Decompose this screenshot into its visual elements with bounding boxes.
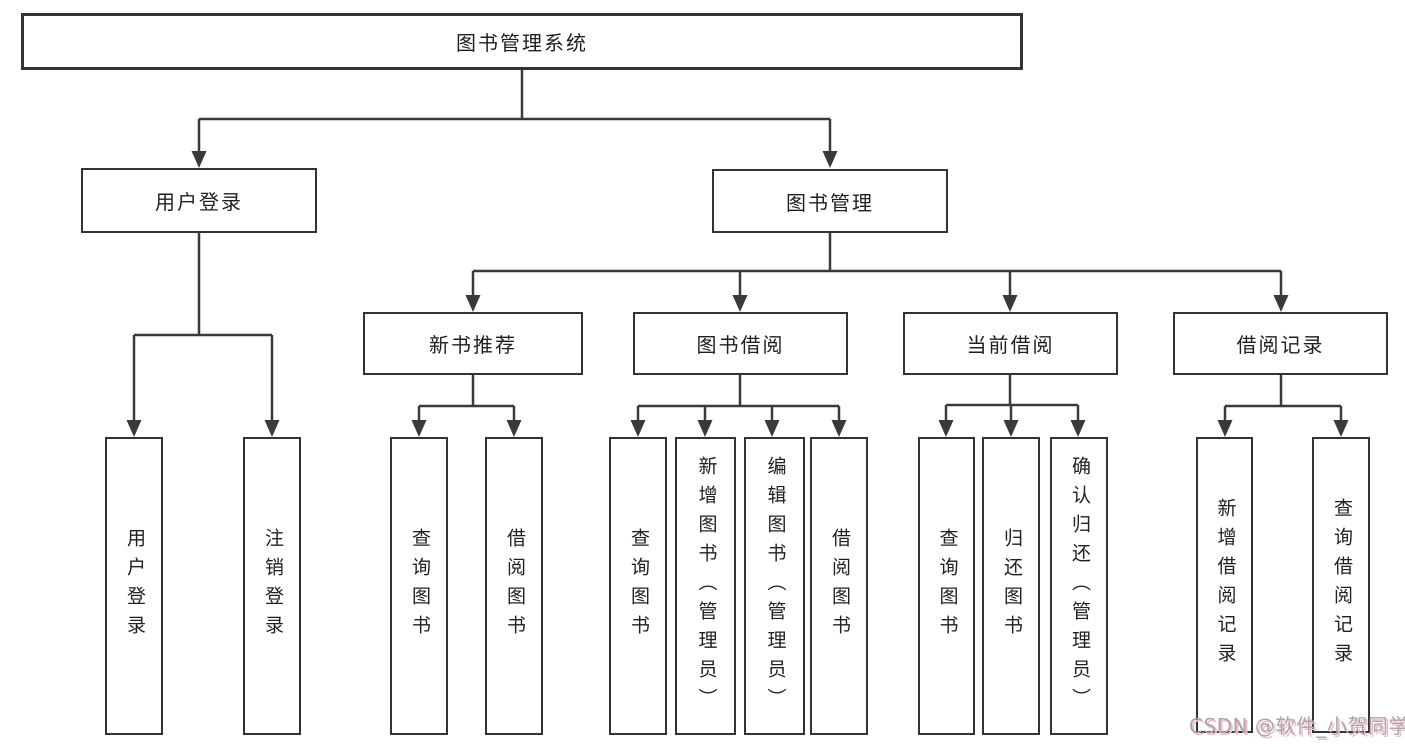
- leaf-query-borrow-record-label: 查询借阅记录: [1330, 498, 1353, 672]
- leaf-borrow-books-1-label: 借阅图书: [503, 528, 526, 644]
- csdn-watermark: CSDN @软件_小贺同学: [1189, 714, 1405, 738]
- leaf-borrow-books-2-label: 借阅图书: [828, 528, 851, 644]
- leaf-borrow-books-2: 借阅图书: [810, 437, 868, 735]
- leaf-add-borrow-record: 新增借阅记录: [1196, 437, 1253, 733]
- leaf-edit-books-admin: 编辑图书（管理员）: [744, 437, 805, 735]
- connector-borrow-to-leaves: [630, 375, 847, 437]
- leaf-user-login: 用户登录: [105, 437, 163, 735]
- node-library-system: 图书管理系统: [21, 13, 1023, 70]
- node-new-book-recommend: 新书推荐: [363, 312, 583, 375]
- node-book-borrow: 图书借阅: [633, 312, 848, 375]
- connector-current-to-leaves: [938, 375, 1086, 437]
- connector-newbooks-to-leaves: [411, 375, 522, 437]
- leaf-logout: 注销登录: [243, 437, 301, 735]
- leaf-query-books-1: 查询图书: [390, 437, 448, 735]
- node-user-login: 用户登录: [81, 168, 317, 233]
- connector-root-to-level2: [191, 70, 838, 168]
- leaf-return-books-label: 归还图书: [1000, 528, 1023, 644]
- leaf-query-books-2: 查询图书: [609, 437, 667, 735]
- connector-bookmgmt-to-level3: [465, 233, 1289, 312]
- node-current-borrow: 当前借阅: [903, 312, 1118, 375]
- leaf-confirm-return-admin: 确认归还（管理员）: [1050, 437, 1108, 735]
- leaf-query-books-1-label: 查询图书: [408, 528, 431, 644]
- leaf-logout-label: 注销登录: [261, 528, 284, 644]
- leaf-query-borrow-record: 查询借阅记录: [1312, 437, 1370, 733]
- leaf-query-books-3: 查询图书: [918, 437, 975, 735]
- leaf-add-borrow-record-label: 新增借阅记录: [1214, 498, 1237, 672]
- leaf-return-books: 归还图书: [982, 437, 1040, 735]
- leaf-add-books-admin: 新增图书（管理员）: [675, 437, 736, 735]
- leaf-confirm-return-admin-label: 确认归还（管理员）: [1068, 455, 1091, 717]
- connector-userlogin-to-leaves: [126, 233, 280, 437]
- leaf-edit-books-admin-label: 编辑图书（管理员）: [764, 455, 787, 717]
- leaf-query-books-2-label: 查询图书: [627, 528, 650, 644]
- connector-records-to-leaves: [1217, 375, 1349, 437]
- leaf-borrow-books-1: 借阅图书: [485, 437, 543, 735]
- leaf-add-books-admin-label: 新增图书（管理员）: [695, 455, 718, 717]
- node-book-management: 图书管理: [712, 169, 948, 233]
- leaf-query-books-3-label: 查询图书: [936, 528, 959, 644]
- node-borrow-records: 借阅记录: [1173, 312, 1388, 375]
- leaf-user-login-label: 用户登录: [123, 528, 146, 644]
